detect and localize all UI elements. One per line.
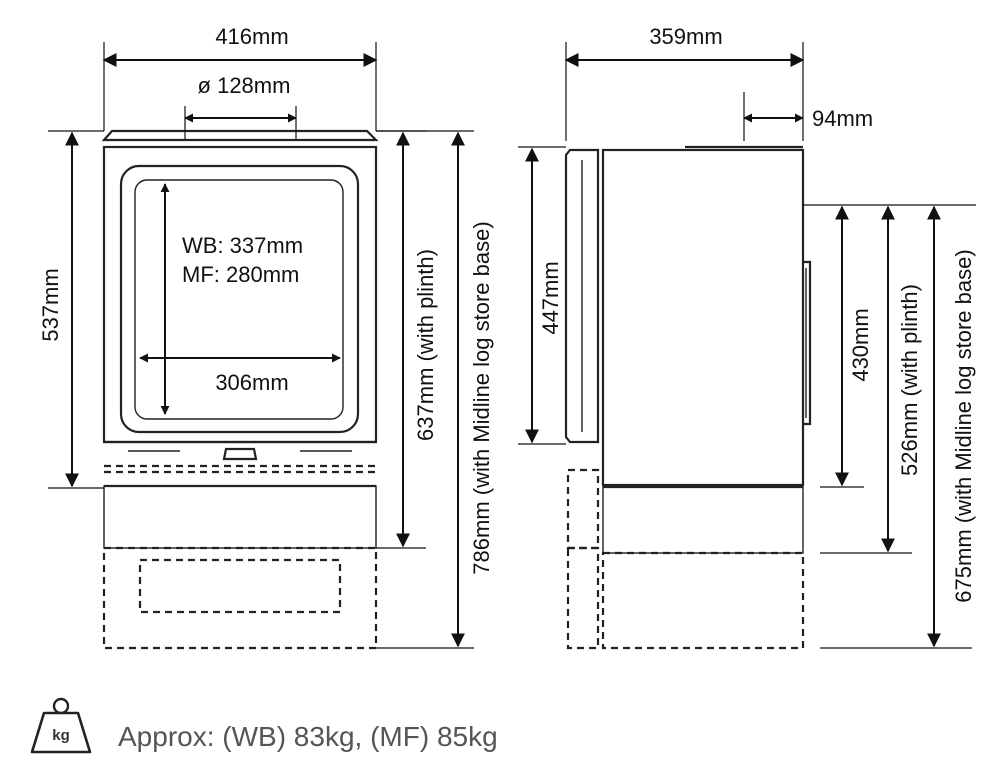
window-width-label: 306mm	[215, 370, 288, 395]
dim-front-width: 416mm	[102, 24, 378, 131]
dim-front-height-plinth: 637mm (with plinth)	[376, 130, 438, 549]
front-width-label: 416mm	[215, 24, 288, 49]
front-door-glass	[134, 179, 344, 420]
side-door-profile	[564, 148, 600, 444]
front-height-plinth-label: 637mm (with plinth)	[413, 249, 438, 441]
dim-side-flue-offset: 94mm	[743, 92, 873, 141]
kg-icon-label: kg	[52, 727, 70, 744]
side-front-logstore	[566, 546, 600, 650]
front-plinth	[103, 485, 377, 549]
side-front-base	[566, 468, 600, 550]
dim-window-height: WB: 337mm MF: 280mm	[160, 183, 303, 415]
side-outlet-height-plinth-label: 526mm (with plinth)	[897, 284, 922, 476]
dim-side-outlet-height: 430mm	[803, 204, 976, 488]
side-outlet-height-label: 430mm	[848, 308, 873, 381]
side-front-height-label: 447mm	[538, 261, 563, 334]
side-depth-label: 359mm	[649, 24, 722, 49]
side-flue-offset-label: 94mm	[812, 106, 873, 131]
side-logstore	[601, 551, 805, 650]
dim-front-height-stove: 537mm	[38, 130, 104, 489]
front-door-outer	[119, 164, 360, 434]
window-height-mf-label: MF: 280mm	[182, 262, 299, 287]
front-stove-body	[102, 145, 378, 444]
weight-info: kg Approx: (WB) 83kg, (MF) 85kg	[30, 697, 498, 754]
window-height-wb-label: WB: 337mm	[182, 233, 303, 258]
weight-text: Approx: (WB) 83kg, (MF) 85kg	[118, 721, 498, 752]
dim-window-width: 306mm	[139, 353, 341, 395]
flue-diameter-label: ø 128mm	[198, 73, 291, 98]
front-height-stove-label: 537mm	[38, 268, 63, 341]
dim-side-front-height: 447mm	[518, 146, 566, 445]
side-stove-body	[601, 148, 805, 487]
dim-side-depth: 359mm	[564, 24, 805, 141]
front-view	[101, 129, 379, 650]
front-logstore	[102, 546, 378, 650]
front-handle	[222, 447, 258, 461]
front-logstore-opening	[138, 558, 342, 614]
side-view	[564, 145, 812, 650]
front-top-plate	[101, 129, 379, 142]
front-height-logstore-label: 786mm (with Midline log store base)	[469, 221, 494, 574]
dim-front-height-logstore: 786mm (with Midline log store base)	[376, 130, 494, 649]
side-outlet-height-logstore-label: 675mm (with Midline log store base)	[951, 249, 976, 602]
dim-side-outlet-height-plinth: 526mm (with plinth)	[820, 205, 922, 554]
dim-side-outlet-height-logstore: 675mm (with Midline log store base)	[820, 205, 976, 649]
side-rear-outlet	[803, 260, 812, 426]
dim-flue-diameter: ø 128mm	[184, 73, 297, 139]
side-plinth	[602, 486, 804, 554]
kg-weight-icon: kg	[30, 697, 92, 754]
